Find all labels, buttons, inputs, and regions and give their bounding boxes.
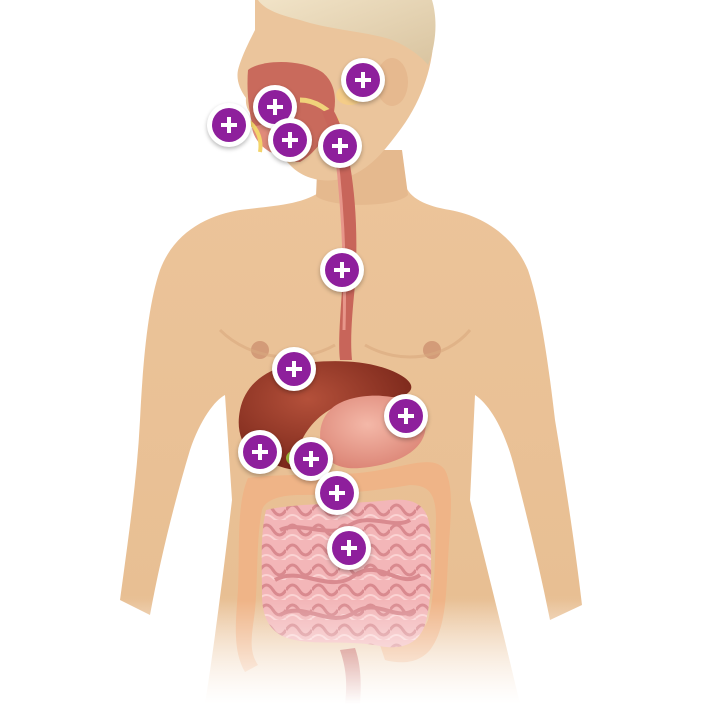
hotspot-disc <box>277 352 311 386</box>
hotspot-disc <box>389 399 423 433</box>
hotspot-esophagus[interactable] <box>320 248 364 292</box>
plus-icon <box>303 451 319 467</box>
plus-icon <box>332 138 348 154</box>
hotspot-disc <box>325 253 359 287</box>
hotspot-disc <box>323 129 357 163</box>
hotspot-mouth[interactable] <box>207 103 251 147</box>
plus-icon <box>267 99 283 115</box>
hotspot-parotid-gland[interactable] <box>341 58 385 102</box>
plus-icon <box>341 540 357 556</box>
esophagus <box>322 108 357 360</box>
plus-icon <box>334 262 350 278</box>
plus-icon <box>286 361 302 377</box>
hotspot-disc <box>212 108 246 142</box>
hotspot-tongue[interactable] <box>268 118 312 162</box>
plus-icon <box>329 485 345 501</box>
hotspot-disc <box>273 123 307 157</box>
plus-icon <box>355 72 371 88</box>
plus-icon <box>252 444 268 460</box>
hotspot-disc <box>332 531 366 565</box>
hotspot-stomach[interactable] <box>384 394 428 438</box>
hotspot-disc <box>346 63 380 97</box>
hotspot-liver[interactable] <box>272 347 316 391</box>
hotspot-disc <box>294 442 328 476</box>
plus-icon <box>398 408 414 424</box>
hotspot-large-intestine[interactable] <box>315 471 359 515</box>
hotspot-gallbladder[interactable] <box>238 430 282 474</box>
plus-icon <box>221 117 237 133</box>
hotspot-small-intestine[interactable] <box>327 526 371 570</box>
plus-icon <box>282 132 298 148</box>
hotspot-disc <box>243 435 277 469</box>
hotspot-pharynx[interactable] <box>318 124 362 168</box>
hotspot-disc <box>320 476 354 510</box>
